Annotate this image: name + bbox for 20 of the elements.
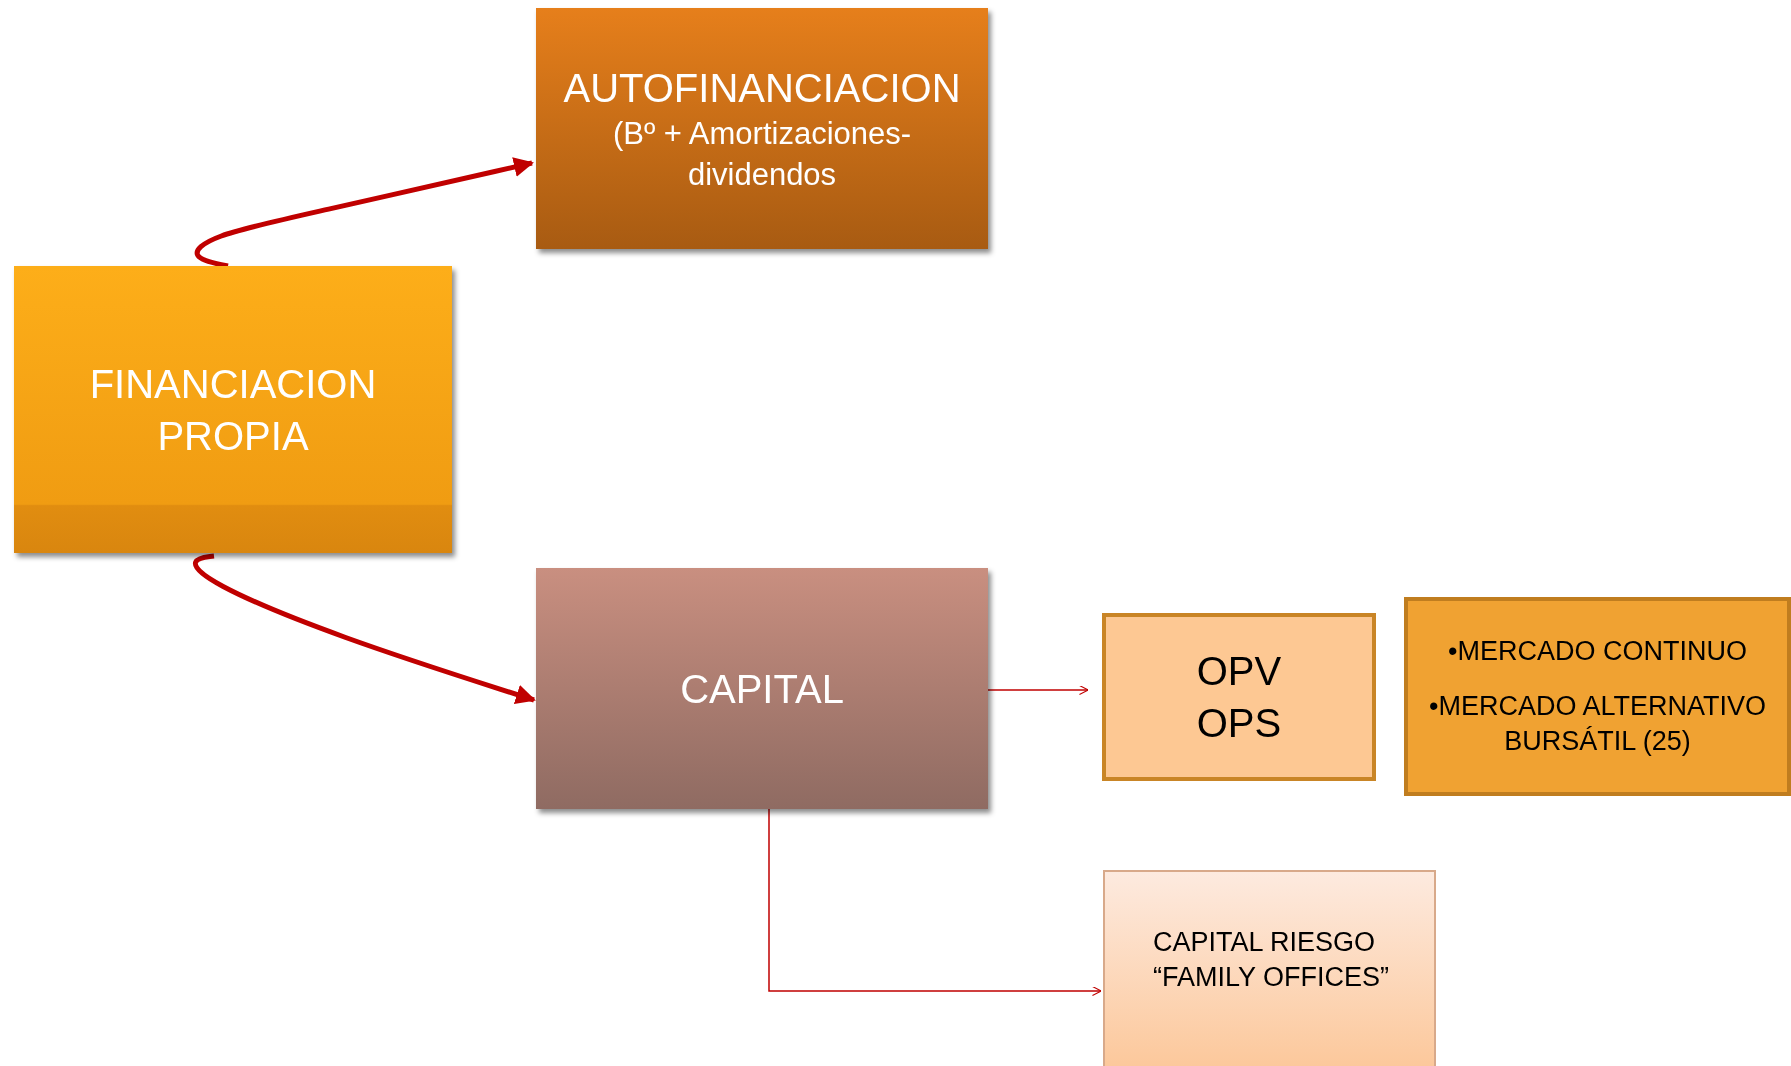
arrow [194,157,534,269]
box-text: OPS [1196,700,1282,747]
process-box [14,266,452,553]
box-text: (Bº + Amortizaciones- dividendos [611,115,913,194]
box-text: •MERCADO ALTERNATIVO BURSÁTIL (25) [1428,689,1767,759]
arrow [987,684,1089,696]
box-title: CAPITAL [680,665,844,713]
box-text: “FAMILY OFFICES” [1153,961,1390,994]
box-title: AUTOFINANCIACION [563,65,961,113]
box-title: •MERCADO CONTINUO [1448,634,1747,668]
arrow [193,553,536,705]
box-title: CAPITAL RIESGO [1153,925,1376,959]
process-box [1404,597,1791,796]
process-box [536,8,988,249]
box-title: FINANCIACION PROPIA [88,360,378,460]
box-title: OPV [1196,648,1282,695]
process-box [1103,870,1436,1066]
arrow [768,808,1102,997]
process-box [536,568,988,809]
process-box [1102,613,1376,781]
